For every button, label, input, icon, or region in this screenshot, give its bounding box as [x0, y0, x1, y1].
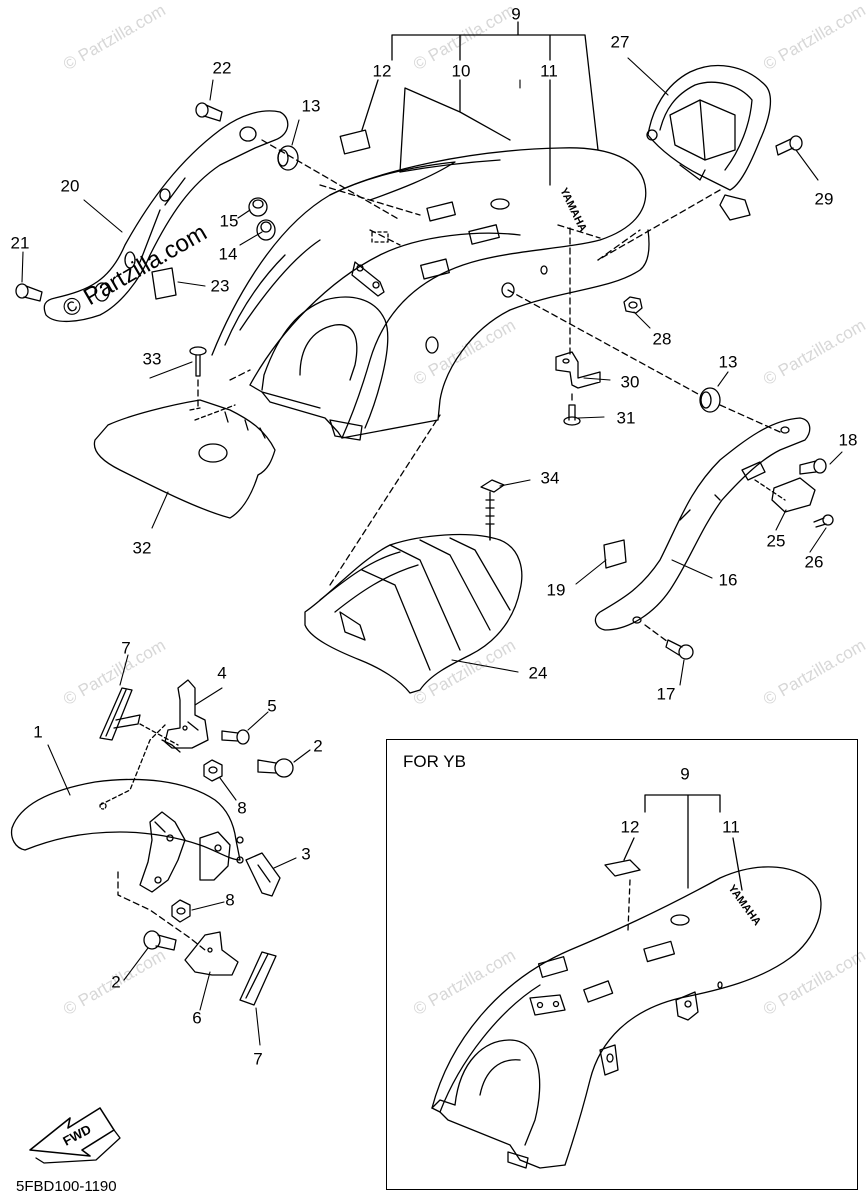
callout-19[interactable]: 19: [546, 580, 566, 600]
bracket-9: [361, 21, 599, 186]
grab-bar-right: [594, 417, 811, 631]
callout-13-right[interactable]: 13: [718, 352, 738, 372]
fender-stay-right: [199, 831, 231, 881]
inner-fender-24: [304, 414, 523, 694]
callout-7-bottom[interactable]: 7: [253, 1049, 263, 1069]
bolt-5: [221, 729, 250, 745]
callout-18[interactable]: 18: [838, 430, 858, 450]
callout-8[interactable]: 8: [237, 798, 247, 818]
tail-light-27: [597, 64, 772, 261]
fender-stay-left: [139, 811, 186, 893]
fwd-arrow-icon: FWD: [29, 1107, 121, 1164]
callout-15[interactable]: 15: [219, 211, 239, 231]
callout-29[interactable]: 29: [814, 189, 834, 209]
callout-21[interactable]: 21: [10, 233, 30, 253]
reflector-7-top: [99, 687, 179, 746]
callout-13[interactable]: 13: [301, 96, 321, 116]
nut-28: [623, 296, 643, 314]
clip-nut-34: [480, 479, 505, 541]
callout-26[interactable]: 26: [804, 552, 824, 572]
callout-8-bottom[interactable]: 8: [225, 890, 235, 910]
inset-callout-11[interactable]: 11: [722, 817, 740, 837]
callout-24[interactable]: 24: [528, 663, 548, 683]
grab-bar-left: [43, 110, 289, 323]
spacer-19: [603, 539, 627, 569]
callout-5[interactable]: 5: [267, 696, 277, 716]
nut-8-bottom: [171, 899, 191, 923]
screw-26: [813, 514, 834, 528]
rear-fender: YAMAHA: [211, 129, 650, 441]
diagram-code: 5FBD100-1190: [16, 1178, 117, 1195]
callout-16[interactable]: 16: [718, 570, 738, 590]
callout-6[interactable]: 6: [192, 1008, 202, 1028]
grommet-14: [256, 219, 276, 241]
callout-7[interactable]: 7: [121, 638, 131, 658]
bolt-22: [195, 102, 223, 122]
spacer-23: [151, 267, 177, 300]
front-fender: [10, 724, 244, 864]
reflector-7-bottom: [239, 951, 277, 1006]
callout-31[interactable]: 31: [616, 408, 636, 428]
inset-title: FOR YB: [403, 752, 466, 771]
callout-1[interactable]: 1: [33, 722, 43, 742]
mud-flap-32: [93, 399, 276, 519]
inset-callout-9[interactable]: 9: [680, 764, 690, 784]
callout-11[interactable]: 11: [540, 61, 558, 81]
fwd-label: FWD: [60, 1122, 93, 1149]
grommet-15: [248, 197, 268, 217]
callout-3[interactable]: 3: [301, 844, 311, 864]
bolt-18: [799, 458, 827, 475]
bracket-30: [555, 351, 601, 389]
inset-callout-12[interactable]: 12: [620, 817, 640, 837]
bracket-4: [161, 679, 209, 753]
leader-lines: [21, 57, 843, 1046]
screw-31: [563, 389, 581, 426]
callout-14[interactable]: 14: [218, 244, 238, 264]
callout-10[interactable]: 10: [451, 61, 471, 81]
callout-12[interactable]: 12: [372, 61, 392, 81]
callout-17[interactable]: 17: [656, 684, 676, 704]
for-yb-inset: [386, 739, 858, 1190]
callout-2-bottom[interactable]: 2: [111, 972, 121, 992]
bolt-2-top: [257, 758, 294, 778]
callout-34[interactable]: 34: [540, 468, 560, 488]
callout-9[interactable]: 9: [511, 4, 521, 24]
callout-32[interactable]: 32: [132, 538, 152, 558]
bolt-33: [189, 346, 251, 411]
callout-27[interactable]: 27: [610, 32, 630, 52]
collar-13-right: [507, 289, 781, 433]
callout-28[interactable]: 28: [652, 329, 672, 349]
bolt-2-bottom: [143, 930, 177, 951]
callout-4[interactable]: 4: [217, 663, 227, 683]
callout-2[interactable]: 2: [313, 736, 323, 756]
callout-30[interactable]: 30: [620, 372, 640, 392]
callout-22[interactable]: 22: [212, 58, 232, 78]
reflector-25: [741, 461, 816, 513]
callout-23[interactable]: 23: [210, 276, 230, 296]
callout-33[interactable]: 33: [142, 349, 162, 369]
bracket-6: [117, 871, 239, 976]
bolt-17: [644, 624, 694, 660]
collar-13: [261, 139, 401, 221]
reflector-3: [245, 852, 281, 897]
callout-25[interactable]: 25: [766, 531, 786, 551]
callout-20[interactable]: 20: [60, 176, 80, 196]
nut-8-top: [203, 759, 223, 782]
bolt-21: [15, 283, 43, 302]
